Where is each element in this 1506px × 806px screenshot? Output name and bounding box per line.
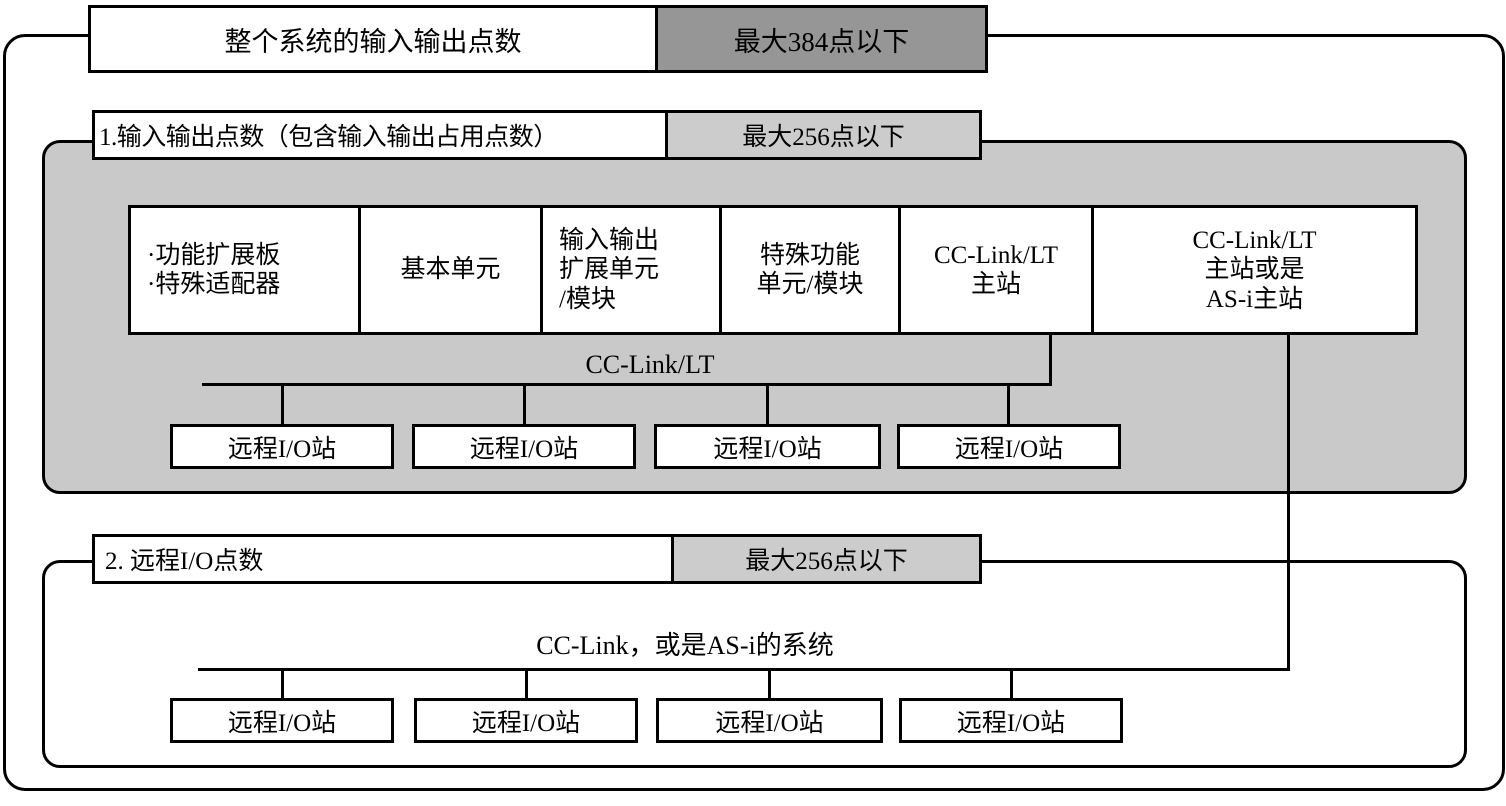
connector-io-drop [1007,385,1010,425]
connector-io-drop [281,385,284,425]
component-line: CC-Link/LT [933,241,1059,269]
remote-io-station: 远程I/O站 [414,698,638,743]
connector-io-drop [766,385,769,425]
cclink-asi-bus-label: CC-Link，或是AS-i的系统 [536,631,834,660]
connector-io-drop [525,670,528,699]
component-line: 主站 [970,271,1021,298]
connector-io-drop [523,385,526,425]
section1-value: 最大256点以下 [665,113,979,157]
connector-io-drop [1010,670,1013,699]
remote-io-station: 远程I/O站 [170,424,394,469]
section1-header: 1.输入输出点数（包含输入输出占用点数） 最大256点以下 [92,110,982,160]
component-basic-unit: 基本单元 [358,205,543,335]
component-line: 主站或是 [1204,256,1305,284]
component-cclink-lt-master: CC-Link/LT 主站 [898,205,1094,335]
remote-io-station: 远程I/O站 [897,424,1121,469]
remote-io-station: 远程I/O站 [899,698,1123,743]
remote-io-station: 远程I/O站 [656,698,883,743]
component-line: AS-i主站 [1205,285,1304,313]
connector-asi-master-to-section2 [1287,335,1290,671]
component-line: CC-Link/LT [1192,226,1317,254]
cclink-lt-bus-left-end [202,383,205,386]
connector-io-drop [281,670,284,699]
component-line: 扩展单元 [559,256,660,284]
component-line: 单元/模块 [756,271,864,298]
component-line: 输入输出 [559,226,660,254]
component-line: ·功能扩展板 [147,241,281,269]
remote-io-station: 远程I/O站 [170,698,394,743]
section1-label: 1.输入输出点数（包含输入输出占用点数） [95,113,665,157]
cclink-lt-bus-label: CC-Link/LT [585,350,715,379]
component-line: ·特殊适配器 [147,271,281,298]
total-io-points-value: 最大384点以下 [655,8,985,70]
section2-value: 最大256点以下 [671,537,979,581]
remote-io-station: 远程I/O站 [654,424,881,469]
component-line: /模块 [559,285,616,313]
component-line: 基本单元 [400,256,501,284]
component-line: 特殊功能 [759,241,860,269]
component-special-function-unit: 特殊功能 单元/模块 [719,205,901,335]
section2-label: 2. 远程I/O点数 [95,537,671,581]
component-function-expansion-board: ·功能扩展板 ·特殊适配器 [128,205,361,335]
remote-io-station: 远程I/O站 [412,424,636,469]
connector-io-drop [768,670,771,699]
total-io-points-label: 整个系统的输入输出点数 [91,8,655,70]
cclink-lt-bus-line [202,383,1052,386]
component-row: ·功能扩展板 ·特殊适配器 基本单元 输入输出 扩展单元 /模块 特殊功能 单元… [128,205,1418,335]
section2-header: 2. 远程I/O点数 最大256点以下 [92,534,982,584]
connector-cclink-master-drop [1049,335,1052,386]
component-io-expansion-unit: 输入输出 扩展单元 /模块 [540,205,722,335]
total-io-points-header: 整个系统的输入输出点数 最大384点以下 [88,5,988,73]
cclink-asi-bus-line [198,668,1290,671]
component-cclink-lt-or-asi-master: CC-Link/LT 主站或是 AS-i主站 [1091,205,1418,335]
